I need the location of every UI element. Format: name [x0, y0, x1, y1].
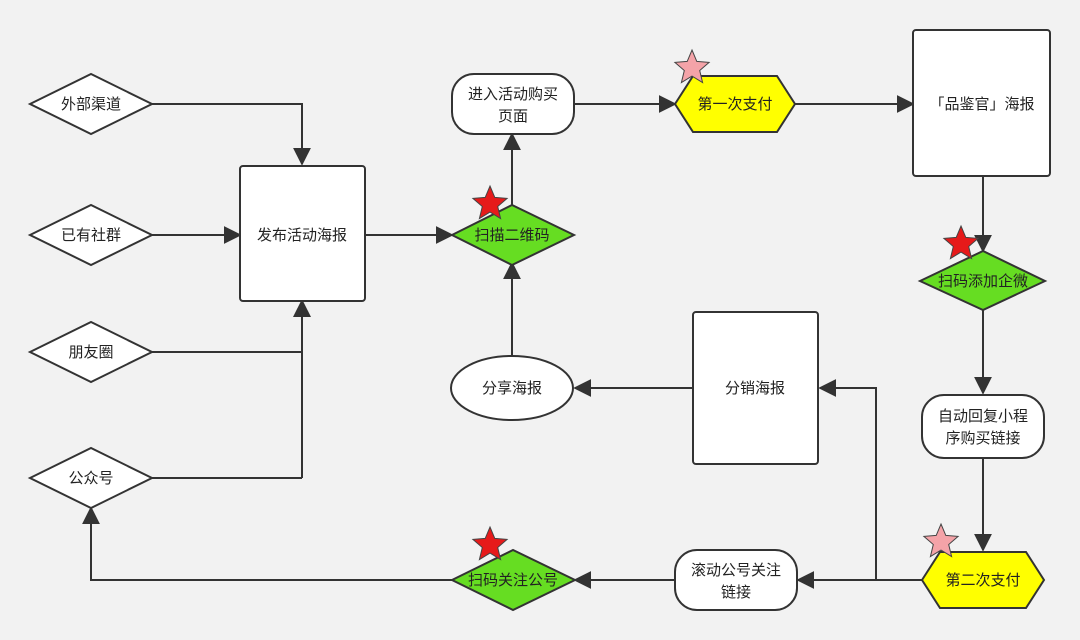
- node-external-channel[interactable]: 外部渠道: [27, 72, 155, 136]
- diamond-shape: [27, 203, 155, 267]
- node-official-account[interactable]: 公众号: [27, 446, 155, 510]
- node-label: 扫码关注公号: [468, 571, 558, 589]
- node-label: 已有社群: [61, 226, 121, 244]
- node-moments[interactable]: 朋友圈: [27, 320, 155, 384]
- node-auto-reply[interactable]: 自动回复小程 序购买链接: [921, 394, 1045, 459]
- ellipse-shape: [450, 355, 574, 421]
- node-taster-poster[interactable]: 「品鉴官」海报: [912, 29, 1051, 177]
- node-label: 分销海报: [725, 379, 785, 397]
- node-share-poster[interactable]: 分享海报: [450, 355, 574, 421]
- rounded-rect-shape: [451, 73, 575, 135]
- node-publish-poster[interactable]: 发布活动海报: [239, 165, 366, 302]
- node-label: 扫码添加企微: [938, 272, 1028, 290]
- node-label-line1: 滚动公号关注: [691, 561, 781, 579]
- diamond-shape: [27, 72, 155, 136]
- edge-pay2-to-distribution: [818, 379, 877, 580]
- node-enter-purchase-page[interactable]: 进入活动购买 页面: [451, 73, 575, 135]
- edge-external-to-publish: [152, 103, 311, 166]
- node-scroll-follow-link[interactable]: 滚动公号关注 链接: [674, 549, 798, 611]
- star-second-payment-icon: [922, 522, 960, 558]
- star-markers: [471, 48, 980, 561]
- node-label: 公众号: [68, 469, 113, 487]
- node-label: 第一次支付: [697, 95, 772, 113]
- node-existing-community[interactable]: 已有社群: [27, 203, 155, 267]
- rounded-rect-shape: [674, 549, 798, 611]
- node-label: 第二次支付: [945, 571, 1020, 589]
- node-label: 「品鉴官」海报: [929, 95, 1034, 113]
- node-scan-add-wecom[interactable]: 扫码添加企微: [917, 249, 1048, 312]
- node-label: 外部渠道: [61, 95, 121, 113]
- edge-follow-to-oa: [82, 506, 452, 581]
- star-scan-wecom-icon: [942, 224, 980, 260]
- node-label-line1: 进入活动购买: [468, 85, 558, 103]
- rounded-rect-shape: [921, 394, 1045, 459]
- node-label: 发布活动海报: [257, 226, 347, 244]
- rect-shape: [912, 29, 1051, 177]
- diamond-shape: [27, 446, 155, 510]
- node-label-line2: 链接: [721, 583, 751, 601]
- node-label-line2: 页面: [498, 107, 528, 125]
- star-scan-qr-icon: [471, 184, 509, 220]
- star-first-payment-icon: [673, 48, 711, 84]
- node-label: 朋友圈: [68, 343, 113, 361]
- node-second-payment[interactable]: 第二次支付: [920, 551, 1046, 609]
- node-label: 扫描二维码: [474, 226, 549, 244]
- node-label: 分享海报: [482, 379, 542, 397]
- diamond-shape: [449, 548, 578, 612]
- diamond-shape: [27, 320, 155, 384]
- node-label-line1: 自动回复小程: [938, 407, 1028, 425]
- node-label-line2: 序购买链接: [945, 429, 1020, 447]
- diamond-shape: [449, 203, 577, 267]
- node-distribution-poster[interactable]: 分销海报: [692, 311, 819, 465]
- star-scan-follow-icon: [471, 525, 509, 561]
- diamond-shape: [917, 249, 1048, 312]
- node-scan-qr[interactable]: 扫描二维码: [449, 203, 577, 267]
- hexagon-shape: [920, 551, 1046, 609]
- rect-shape: [239, 165, 366, 302]
- node-scan-follow-oa[interactable]: 扫码关注公号: [449, 548, 578, 612]
- node-first-payment[interactable]: 第一次支付: [673, 75, 797, 133]
- rect-shape: [692, 311, 819, 465]
- connectors: [82, 95, 992, 589]
